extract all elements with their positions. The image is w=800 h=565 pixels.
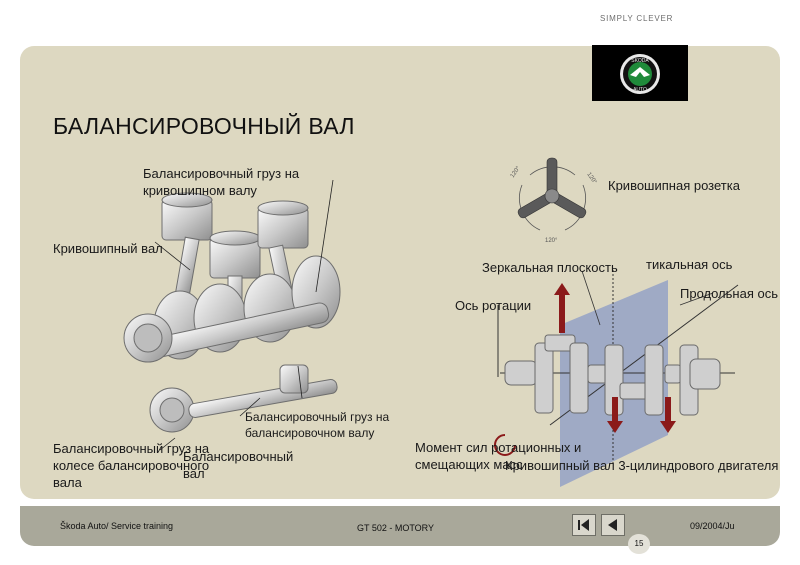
label-vertical-axis: тикальная ось — [646, 257, 733, 272]
rosette-angle-1: 120° — [510, 165, 522, 179]
skoda-logo: ŠKODA AUTO — [592, 45, 688, 101]
logo-text-top: ŠKODA — [631, 57, 649, 64]
crank-rosette-illustration: 120° 120° 120° — [510, 157, 598, 244]
footer-left: Škoda Auto/ Service training — [60, 521, 174, 531]
skip-back-icon — [578, 519, 589, 531]
label-crank-rosette: Кривошипная розетка — [608, 178, 740, 193]
brand-slogan: SIMPLY CLEVER — [600, 14, 674, 23]
label-mirror-plane: Зеркальная плоскость — [482, 260, 618, 275]
label-crank-weight: Балансировочный груз на кривошипном валу — [143, 166, 300, 198]
label-longitudinal-axis: Продольная ось — [680, 286, 778, 301]
page-title: БАЛАНСИРОВОЧНЫЙ ВАЛ — [53, 113, 355, 139]
crankshaft-illustration — [123, 180, 341, 451]
page-number: 15 — [628, 534, 650, 554]
previous-slide-button[interactable] — [601, 514, 625, 536]
first-slide-button[interactable] — [572, 514, 596, 536]
footer-center: GT 502 - MOTORY — [357, 523, 435, 533]
label-three-cylinder: Кривошипный вал 3-цилиндрового двигателя — [505, 458, 779, 473]
label-balance-shaft: Балансировочный вал — [183, 449, 294, 481]
footer-right: 09/2004/Ju — [690, 521, 735, 531]
rosette-angle-2: 120° — [585, 172, 597, 186]
footer-bar — [20, 506, 780, 546]
label-wheel-weight: Балансировочный груз на колесе балансиро… — [53, 441, 210, 490]
label-moment: Момент сил ротационных и смещающих масс — [415, 440, 582, 472]
arrow-left-icon — [608, 519, 617, 531]
logo-text-bottom: AUTO — [633, 87, 647, 93]
label-crankshaft: Кривошипный вал — [53, 241, 163, 256]
rosette-angle-3: 120° — [545, 238, 558, 244]
label-rotation-axis: Ось ротации — [455, 298, 532, 313]
label-shaft-weight: Балансировочный груз на балансировочном … — [245, 410, 390, 440]
three-cylinder-diagram — [494, 270, 739, 487]
